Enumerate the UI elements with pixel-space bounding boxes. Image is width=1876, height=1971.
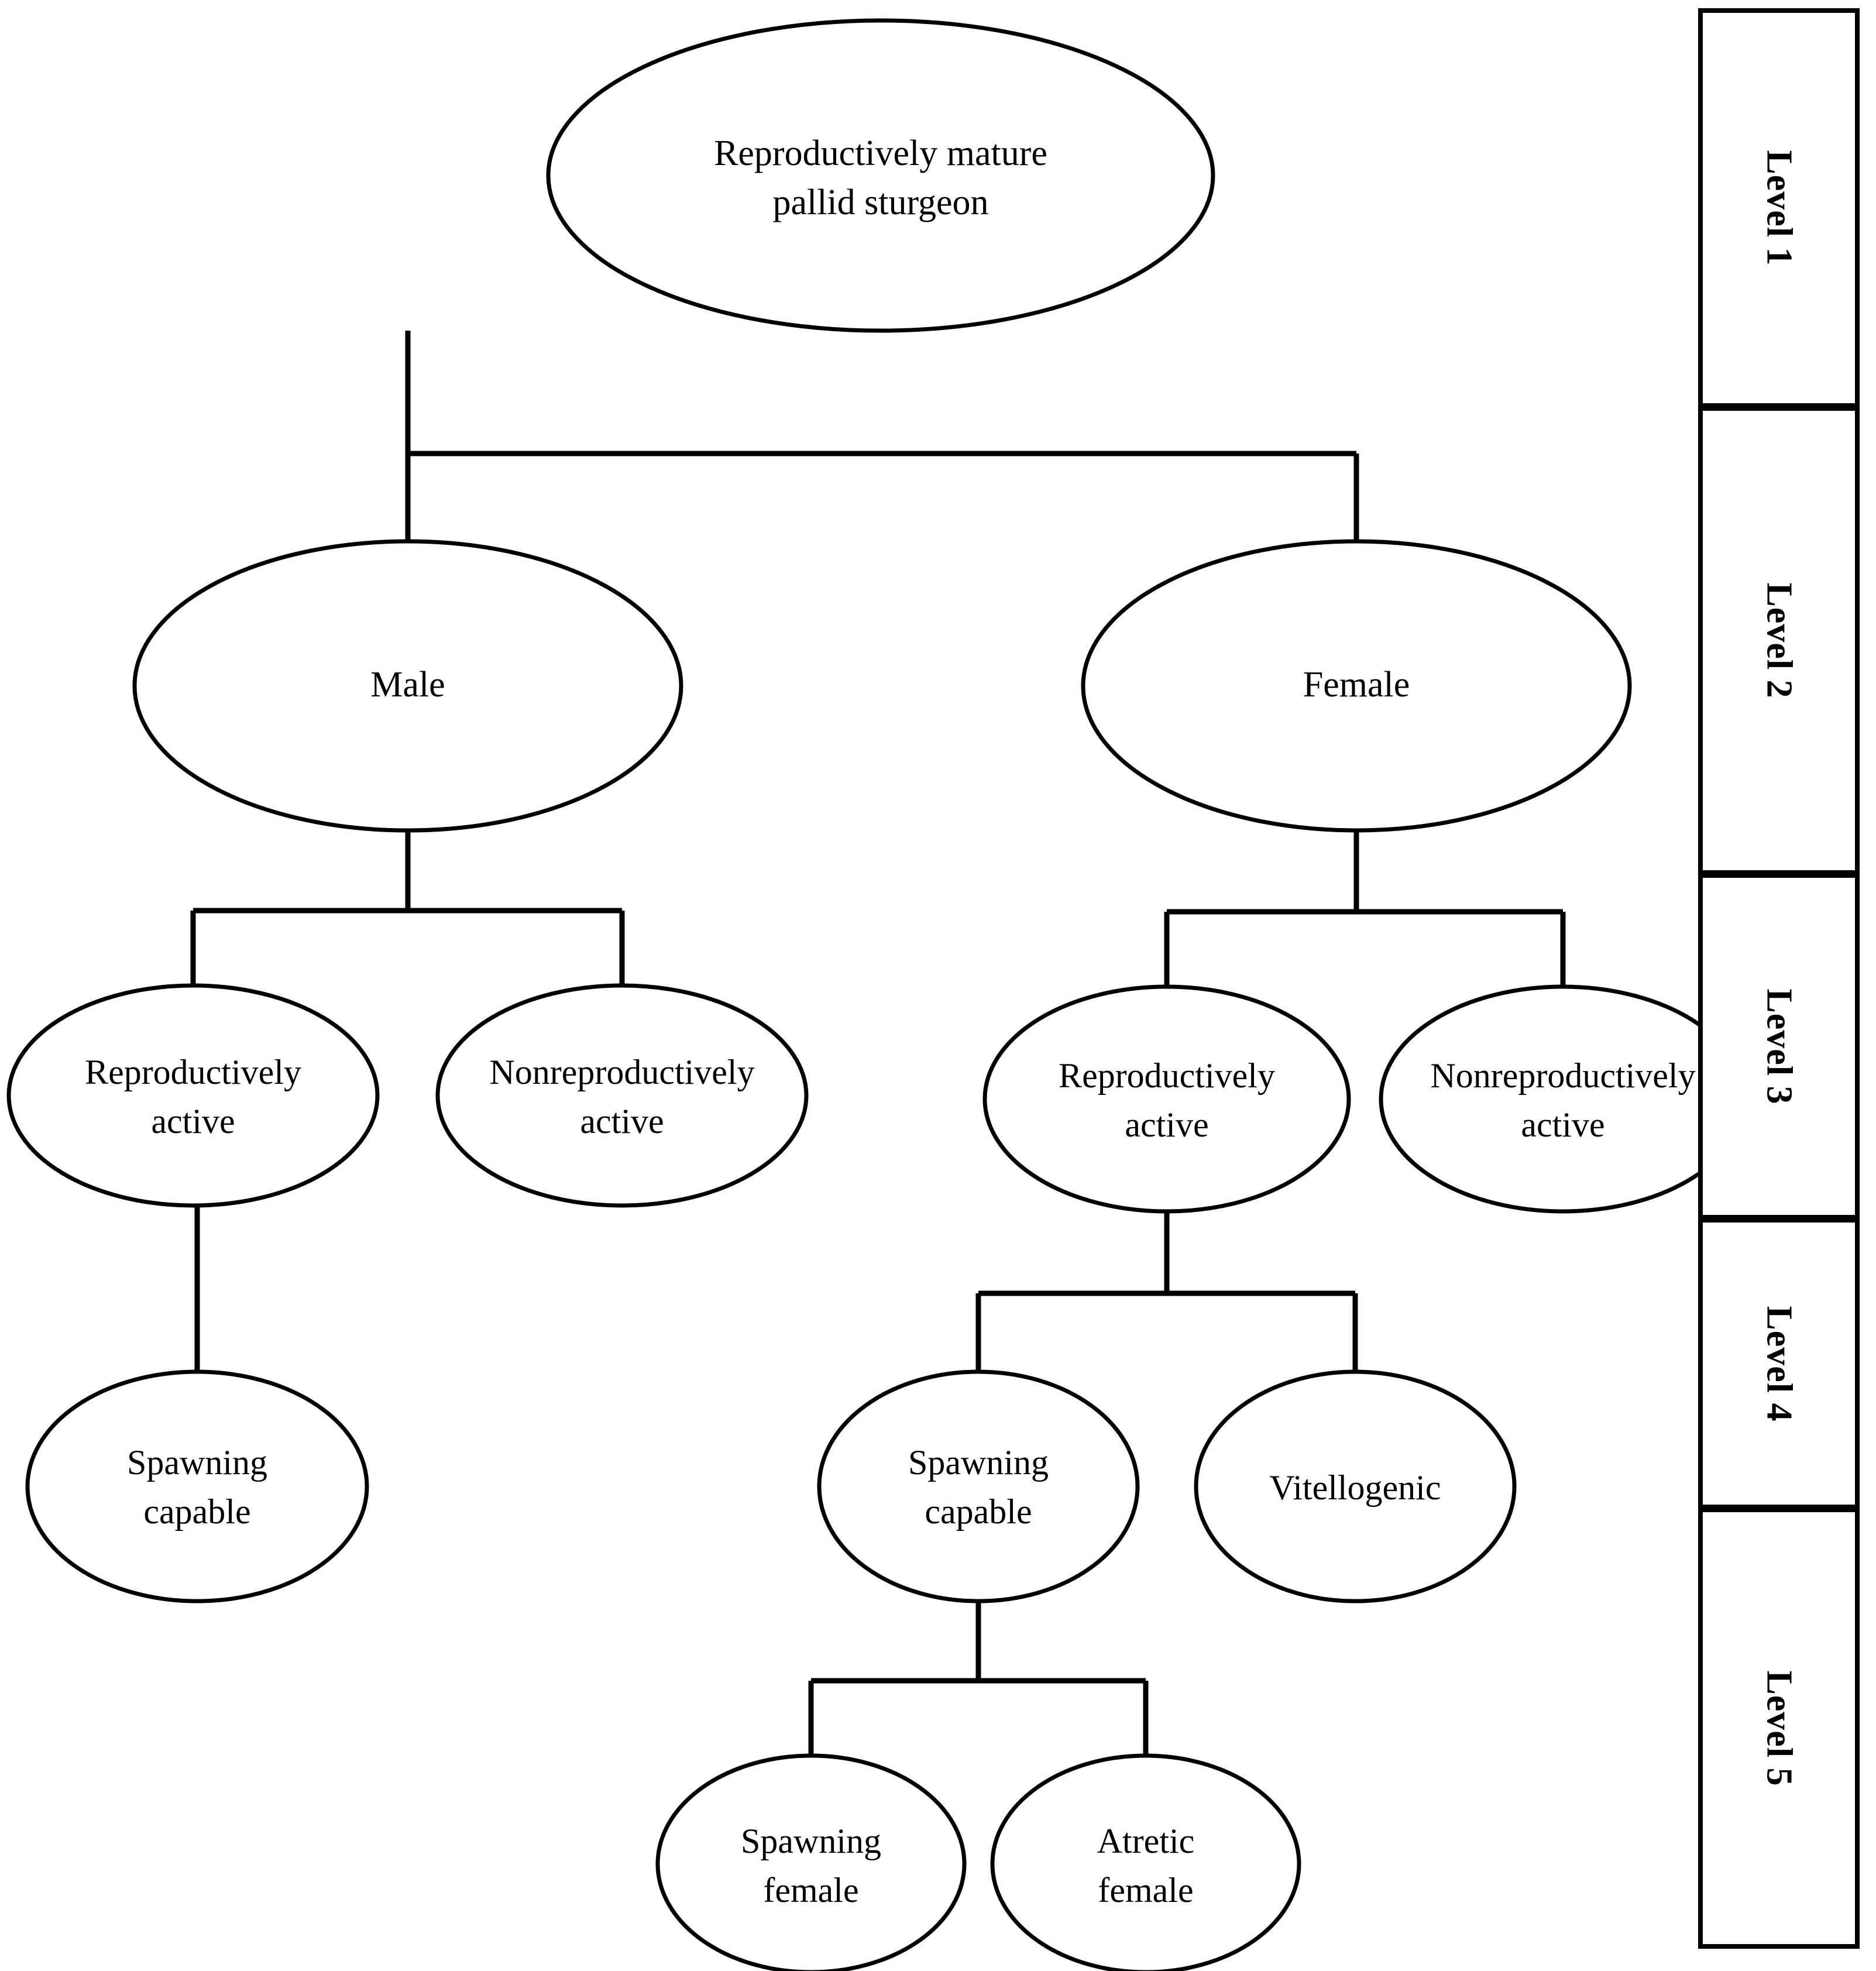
node-vitellogenic-label: Vitellogenic <box>1270 1468 1441 1507</box>
edge-male-to-children <box>190 830 625 988</box>
node-spawning-female-label-line1: Spawning <box>741 1822 881 1860</box>
node-female-nonreproductively-active[interactable]: Nonreproductively active <box>1379 984 1747 1214</box>
node-male-repro-label-line2: active <box>151 1102 235 1141</box>
node-female-repro-label-line1: Reproductively <box>1059 1056 1275 1095</box>
edge-root-to-children <box>405 331 1359 541</box>
level-legend-label-5: Level 5 <box>1759 1670 1799 1787</box>
node-root-label-line2: pallid sturgeon <box>772 183 988 222</box>
level-legend-label-4: Level 4 <box>1759 1305 1799 1422</box>
node-spawning-female[interactable]: Spawning female <box>655 1753 967 1971</box>
node-male-nonrepro-label-line2: active <box>580 1102 664 1141</box>
node-male-repro-label-line1: Reproductively <box>85 1053 301 1091</box>
node-atretic-female-label-line2: female <box>1098 1871 1193 1910</box>
node-female-label: Female <box>1303 665 1410 705</box>
level-legend-cell-1[interactable]: Level 1 <box>1698 8 1860 408</box>
node-female-reproductively-active[interactable]: Reproductively active <box>982 984 1351 1214</box>
node-root-label-line1: Reproductively mature <box>714 133 1047 173</box>
edge-female-repro-to-children <box>975 1210 1358 1372</box>
node-atretic-female[interactable]: Atretic female <box>990 1753 1301 1971</box>
node-spawning-female-label-line2: female <box>763 1871 858 1910</box>
node-female[interactable]: Female <box>1081 539 1632 833</box>
node-male-spawning-label-line2: capable <box>143 1492 250 1531</box>
node-atretic-female-label-line1: Atretic <box>1097 1822 1195 1860</box>
level-legend-cell-3[interactable]: Level 3 <box>1698 875 1860 1220</box>
node-female-spawning-capable[interactable]: Spawning capable <box>817 1369 1140 1603</box>
node-root[interactable]: Reproductively mature pallid sturgeon <box>546 18 1215 333</box>
node-male-label: Male <box>370 665 445 705</box>
level-legend-cell-4[interactable]: Level 4 <box>1698 1220 1860 1509</box>
node-male-spawning-label-line1: Spawning <box>127 1443 267 1482</box>
level-legend-label-2: Level 2 <box>1759 582 1799 699</box>
node-male-spawning-capable[interactable]: Spawning capable <box>25 1369 369 1603</box>
node-male[interactable]: Male <box>132 539 683 833</box>
node-vitellogenic[interactable]: Vitellogenic <box>1194 1369 1517 1603</box>
node-male-nonreproductively-active[interactable]: Nonreproductively active <box>435 983 809 1208</box>
node-female-repro-label-line2: active <box>1125 1105 1208 1144</box>
level-legend-label-3: Level 3 <box>1759 988 1799 1105</box>
level-legend-cell-5[interactable]: Level 5 <box>1698 1509 1860 1949</box>
level-legend-label-1: Level 1 <box>1759 150 1799 266</box>
node-female-spawning-label-line2: capable <box>925 1492 1032 1531</box>
level-legend-cell-2[interactable]: Level 2 <box>1698 408 1860 875</box>
node-female-spawning-label-line1: Spawning <box>908 1443 1049 1482</box>
node-female-nonrepro-label-line2: active <box>1521 1105 1604 1144</box>
node-male-nonrepro-label-line1: Nonreproductively <box>489 1053 754 1091</box>
edge-female-spawning-to-children <box>808 1601 1149 1759</box>
node-male-reproductively-active[interactable]: Reproductively active <box>6 983 380 1208</box>
node-female-nonrepro-label-line1: Nonreproductively <box>1430 1056 1695 1095</box>
edge-female-to-children <box>1164 830 1566 989</box>
